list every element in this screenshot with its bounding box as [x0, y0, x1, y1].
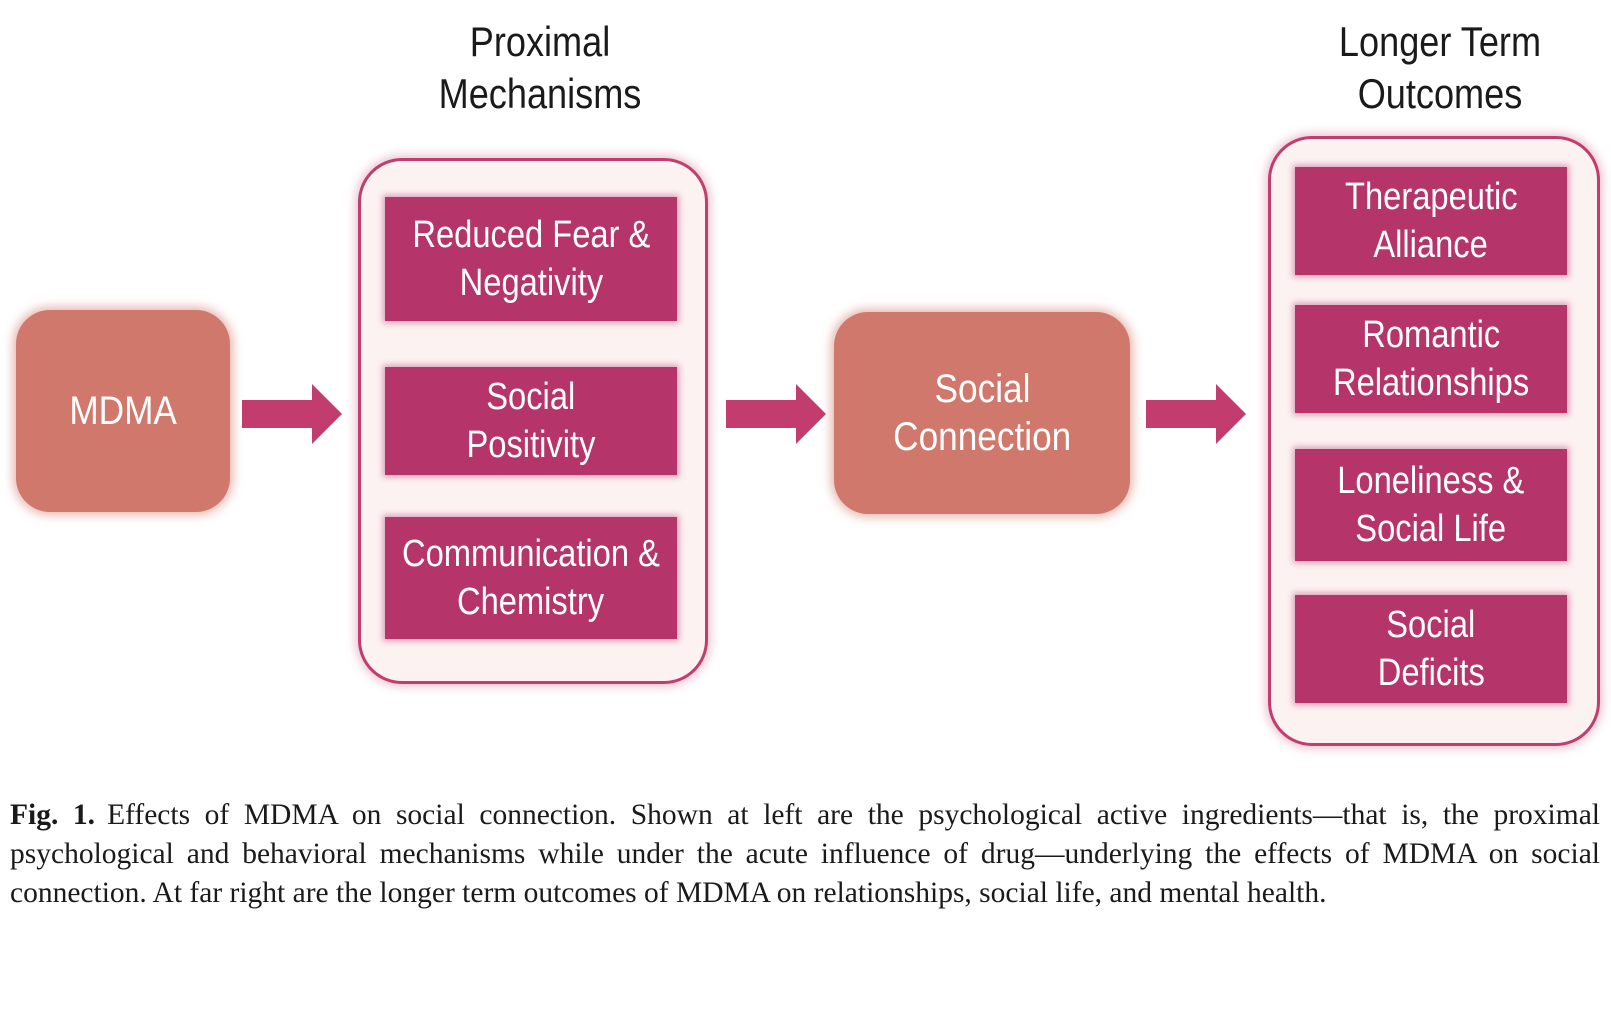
- right-arrow-icon: [1146, 384, 1246, 444]
- outcome-box: Loneliness & Social Life: [1295, 449, 1567, 561]
- caption-label: Fig. 1.: [10, 799, 96, 831]
- mechanism-box: Communication & Chemistry: [385, 517, 677, 639]
- heading-line: Outcomes: [1357, 70, 1523, 117]
- mdma-node: MDMA: [16, 310, 230, 512]
- outcome-box: Social Deficits: [1295, 595, 1567, 703]
- node-label: MDMA: [69, 389, 177, 433]
- longer-term-outcomes-group: Therapeutic Alliance Romantic Relationsh…: [1268, 136, 1600, 746]
- outcome-label: Relationships: [1332, 362, 1530, 404]
- mechanism-label: Reduced Fear &: [412, 214, 650, 256]
- mechanism-label: Social: [486, 376, 576, 418]
- outcome-label: Romantic: [1361, 314, 1501, 356]
- social-connection-node: Social Connection: [834, 312, 1130, 514]
- outcome-label: Therapeutic: [1344, 176, 1518, 218]
- proximal-mechanisms-group: Reduced Fear & Negativity Social Positiv…: [358, 158, 708, 684]
- outcome-label: Social Life: [1355, 508, 1507, 550]
- node-label: Social: [934, 367, 1030, 411]
- right-arrow-icon: [242, 384, 342, 444]
- caption-text: Effects of MDMA on social connection. Sh…: [10, 799, 1600, 909]
- mechanism-box: Social Positivity: [385, 367, 677, 475]
- mechanism-box: Reduced Fear & Negativity: [385, 197, 677, 321]
- mechanism-label: Positivity: [466, 424, 596, 466]
- heading-line: Proximal: [469, 18, 611, 65]
- outcome-box: Therapeutic Alliance: [1295, 167, 1567, 275]
- longer-term-outcomes-heading: Longer Term Outcomes: [1311, 16, 1569, 120]
- outcome-label: Social: [1386, 604, 1476, 646]
- figure-caption: Fig. 1.Effects of MDMA on social connect…: [10, 796, 1600, 913]
- outcome-box: Romantic Relationships: [1295, 305, 1567, 413]
- right-arrow-icon: [726, 384, 826, 444]
- outcome-label: Deficits: [1377, 652, 1485, 694]
- node-label: Connection: [892, 415, 1072, 459]
- mechanism-label: Negativity: [459, 262, 603, 304]
- heading-line: Mechanisms: [438, 70, 642, 117]
- proximal-mechanisms-heading: Proximal Mechanisms: [420, 16, 661, 120]
- mechanism-label: Communication &: [402, 533, 660, 575]
- mechanism-label: Chemistry: [457, 581, 605, 623]
- heading-line: Longer Term: [1338, 18, 1542, 65]
- outcome-label: Loneliness &: [1337, 460, 1525, 502]
- outcome-label: Alliance: [1373, 224, 1489, 266]
